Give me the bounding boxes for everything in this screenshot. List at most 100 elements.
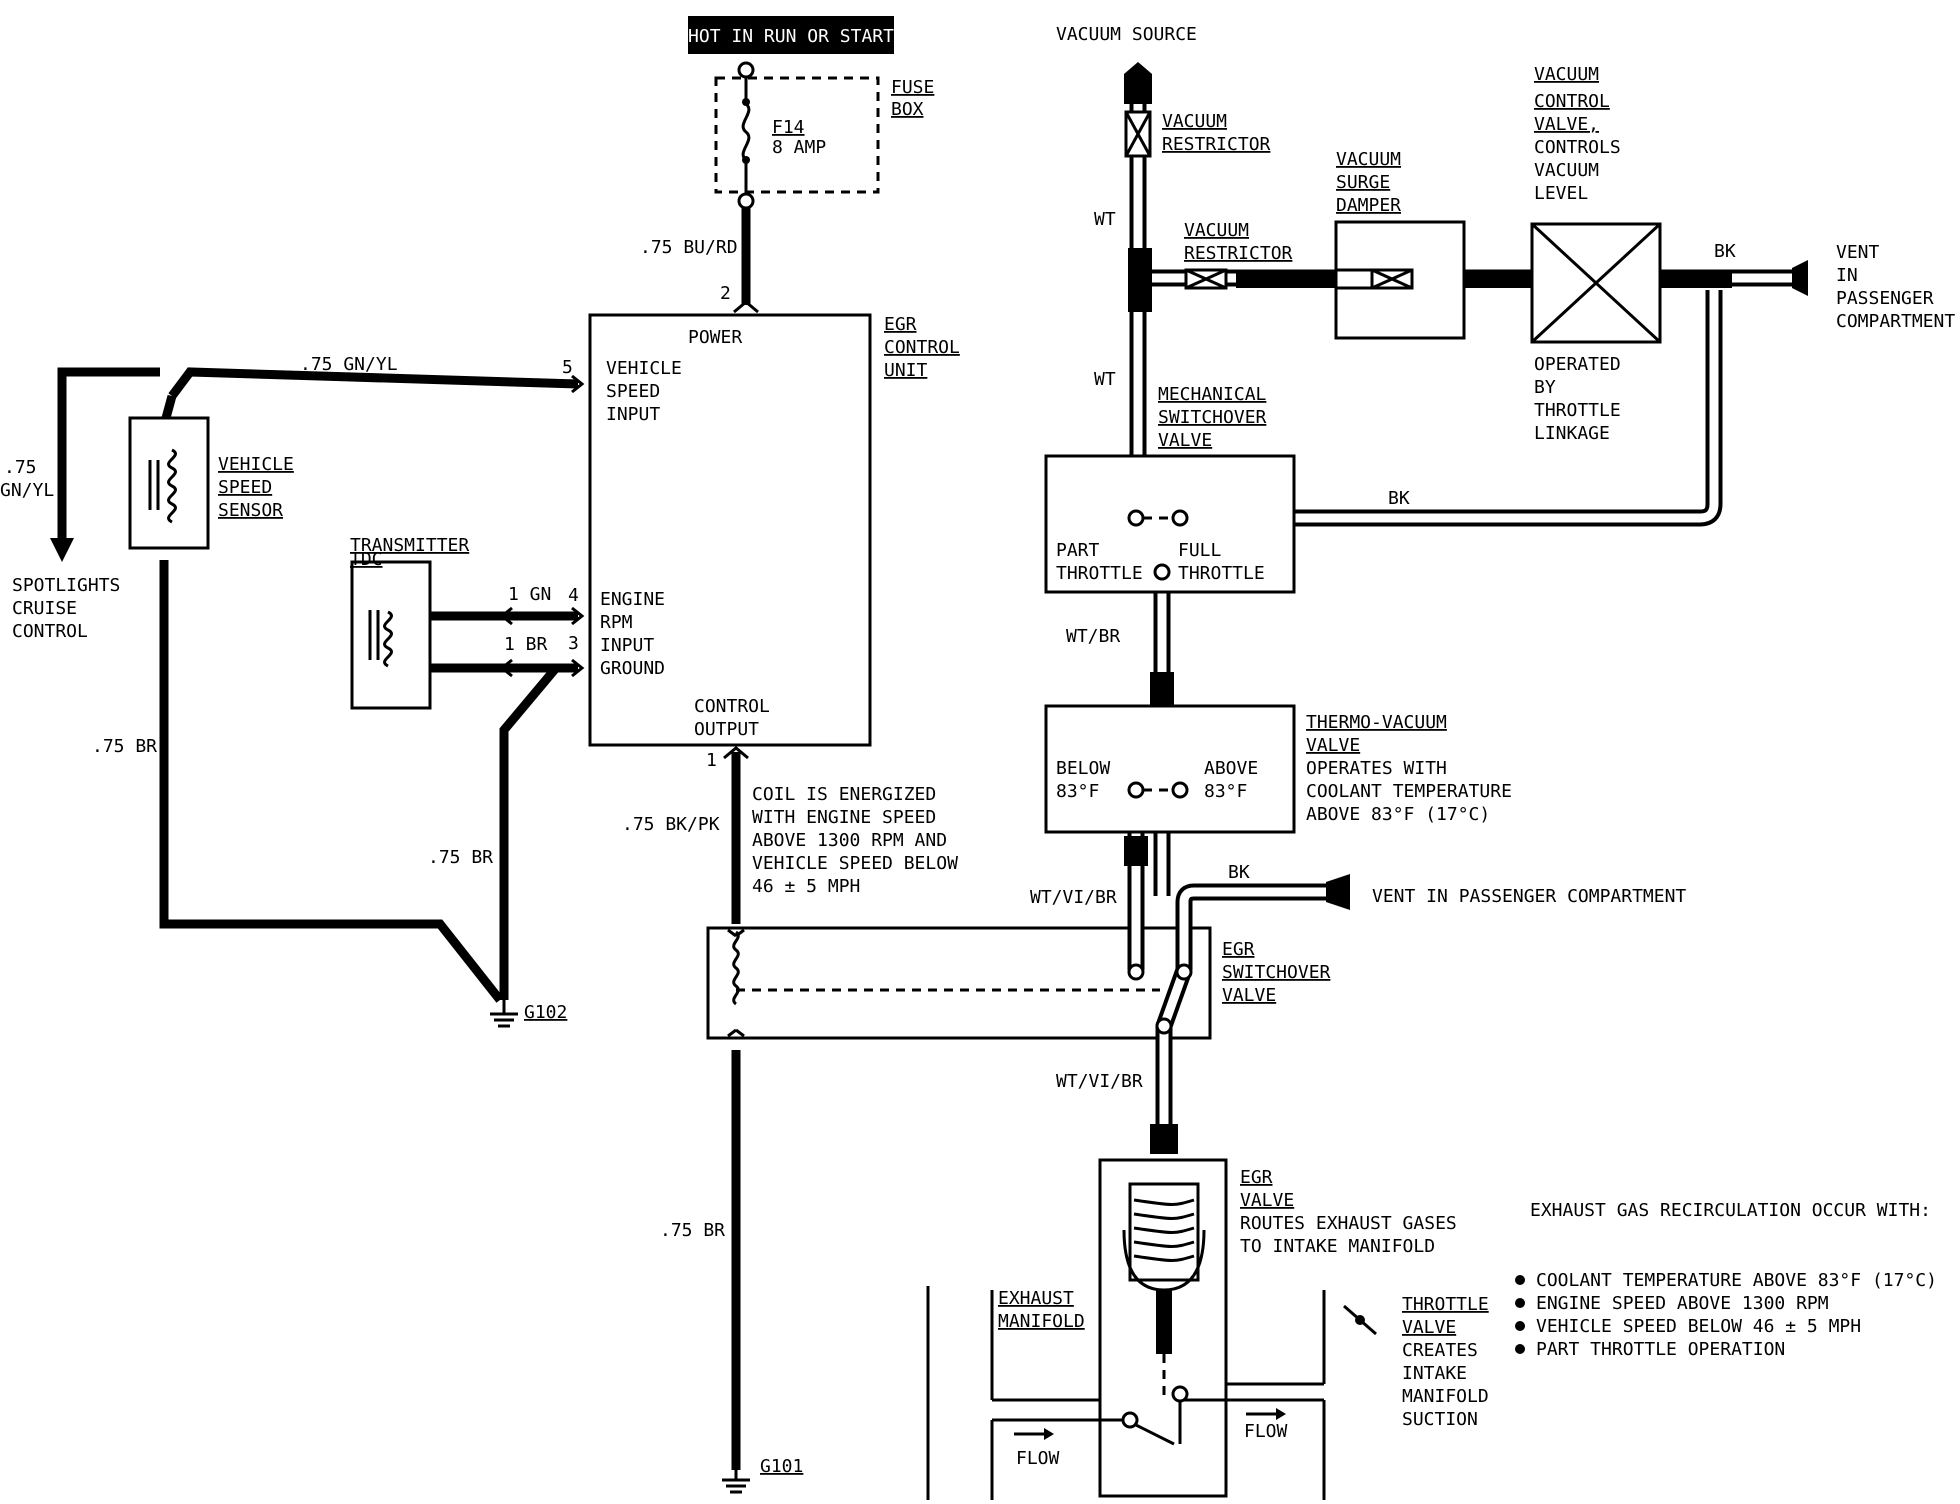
operated-by-2: BY [1534,377,1556,398]
ecu-vsi-3: INPUT [606,404,660,425]
thermo-desc-3: ABOVE 83°F (17°C) [1306,804,1490,825]
condition-item: ENGINE SPEED ABOVE 1300 RPM [1536,1293,1829,1314]
ecu-power-label: POWER [688,327,742,348]
below-label-2: 83°F [1056,781,1099,802]
operated-by-4: LINKAGE [1534,423,1610,444]
throttle-valve-2: VALVE [1402,1317,1456,1338]
condition-item: COOLANT TEMPERATURE ABOVE 83°F (17°C) [1536,1270,1937,1291]
vss-br-label: .75 BR [92,736,157,757]
power-source: HOT IN RUN OR START [688,16,894,54]
vss-label-1: VEHICLE [218,454,294,475]
fuse-box-label-1: FUSE [891,77,934,98]
ecu-out-1: CONTROL [694,696,770,717]
tdc-gn-label: 1 GN [508,584,551,605]
thermo-desc-1: OPERATES WITH [1306,758,1447,779]
sensor-coil-icon [148,448,177,524]
restrictor-mid-1: VACUUM [1184,220,1249,241]
ecu-title-2: CONTROL [884,337,960,358]
flow-label-2: FLOW [1244,1421,1288,1442]
ecu-rpm-4: GROUND [600,658,665,679]
vacuum-control-valve: VACUUM CONTROL VALVE, CONTROLS VACUUM LE… [1530,64,1662,444]
wtvibr-label-2: WT/VI/BR [1056,1071,1143,1092]
gnyl-wire-label: .75 GN/YL [300,354,398,375]
pin-1-label: 1 [706,750,717,771]
condition-item: VEHICLE SPEED BELOW 46 ± 5 MPH [1536,1316,1861,1337]
mech-title-2: SWITCHOVER [1158,407,1267,428]
ecu-title-1: EGR [884,314,917,335]
vent-top-3: PASSENGER [1836,288,1934,309]
wtvibr-label-1: WT/VI/BR [1030,887,1117,908]
pin-4-label: 4 [568,585,579,606]
g101-label: G101 [760,1456,803,1477]
coil-note-4: VEHICLE SPEED BELOW [752,853,958,874]
vacuum-restrictor-top: VACUUM RESTRICTOR [1124,110,1271,158]
wt-label-1: WT [1094,209,1116,230]
part-throttle-1: PART [1056,540,1100,561]
egr-switchover-port-a [1127,963,1145,981]
hot-in-run-label: HOT IN RUN OR START [688,26,894,47]
coil-note-1: COIL IS ENERGIZED [752,784,936,805]
vent-mid-label: VENT IN PASSENGER COMPARTMENT [1372,886,1686,907]
egr-control-unit: POWER VEHICLE SPEED INPUT ENGINE RPM INP… [562,313,960,771]
manifolds: EXHAUST MANIFOLD FLOW FLOW THROTTLE VALV… [926,1286,1489,1500]
bullet-icon [1515,1298,1525,1308]
throttle-valve-1: THROTTLE [1402,1294,1489,1315]
conditions-title: EXHAUST GAS RECIRCULATION OCCUR WITH: [1530,1200,1931,1221]
vent-top-1: VENT [1836,242,1880,263]
wtbr-label: WT/BR [1066,626,1120,647]
throttle-desc-2: INTAKE [1402,1363,1467,1384]
tdc-transmitter: TDC TRANSMITTER 1 GN 1 BR .75 BR G102 [350,535,585,1028]
control-valve-5: VACUUM [1534,160,1599,181]
coil-note-5: 46 ± 5 MPH [752,876,860,897]
fuse-id: F14 [772,117,805,138]
full-throttle-2: THROTTLE [1178,563,1265,584]
exhaust-manifold-1: EXHAUST [998,1288,1074,1309]
ecu-title-3: UNIT [884,360,928,381]
control-valve-6: LEVEL [1534,183,1588,204]
throttle-desc-3: MANIFOLD [1402,1386,1489,1407]
throttle-plate-icon [1343,1304,1377,1336]
vacuum-source: VACUUM SOURCE [1056,24,1197,104]
control-valve-4: CONTROLS [1534,137,1621,158]
fuse-element-icon [741,102,751,162]
surge-damper-2: SURGE [1336,172,1390,193]
restrictor-x-icon [1124,111,1152,157]
condition-item: PART THROTTLE OPERATION [1536,1339,1785,1360]
hose-dark-segment [1464,270,1532,288]
pin-5-label: 5 [562,357,573,378]
flow-arrow-1 [1014,1428,1054,1440]
egr-valve-desc-1: ROUTES EXHAUST GASES [1240,1213,1457,1234]
ground-icon-g102 [490,1000,518,1028]
g101-wire-label: .75 BR [660,1220,725,1241]
power-wire-label: .75 BU/RD [640,237,738,258]
thermo-title-1: THERMO-VACUUM [1306,712,1447,733]
wt-label-2: WT [1094,369,1116,390]
vent-top-4: COMPARTMENT [1836,311,1955,332]
fuse-rating: 8 AMP [772,137,826,158]
power-wire: .75 BU/RD 2 [640,208,759,314]
bullet-icon [1515,1275,1525,1285]
bkpk-wire-label: .75 BK/PK [622,814,720,835]
ground-icon-g101 [722,1470,750,1494]
vent-mid-icon [1326,874,1350,910]
vent-top-icon [1792,260,1808,296]
fuse-box-label-2: BOX [891,99,924,120]
mech-title-1: MECHANICAL [1158,384,1267,405]
pin-3-label: 3 [568,633,579,654]
control-valve-x-icon [1530,222,1662,344]
egr-switchover-title-3: VALVE [1222,985,1276,1006]
restrictor-top-2: RESTRICTOR [1162,134,1271,155]
gnyl-left-1: .75 [4,457,37,478]
tdc-title-1: TDC [350,549,383,570]
control-valve-3: VALVE, [1534,114,1599,135]
bk-label-2: BK [1388,488,1410,509]
control-valve-2: CONTROL [1534,91,1610,112]
throttle-desc-4: SUCTION [1402,1409,1478,1430]
gnyl-left-2: GN/YL [0,480,54,501]
control-output-circuit: .75 BK/PK COIL IS ENERGIZED WITH ENGINE … [622,746,958,1494]
operated-by-1: OPERATED [1534,354,1621,375]
g102-wire-label: .75 BR [428,847,493,868]
flow-label-1: FLOW [1016,1448,1060,1469]
egr-spring-icon [1133,1198,1195,1262]
egr-valve-title-1: EGR [1240,1167,1273,1188]
